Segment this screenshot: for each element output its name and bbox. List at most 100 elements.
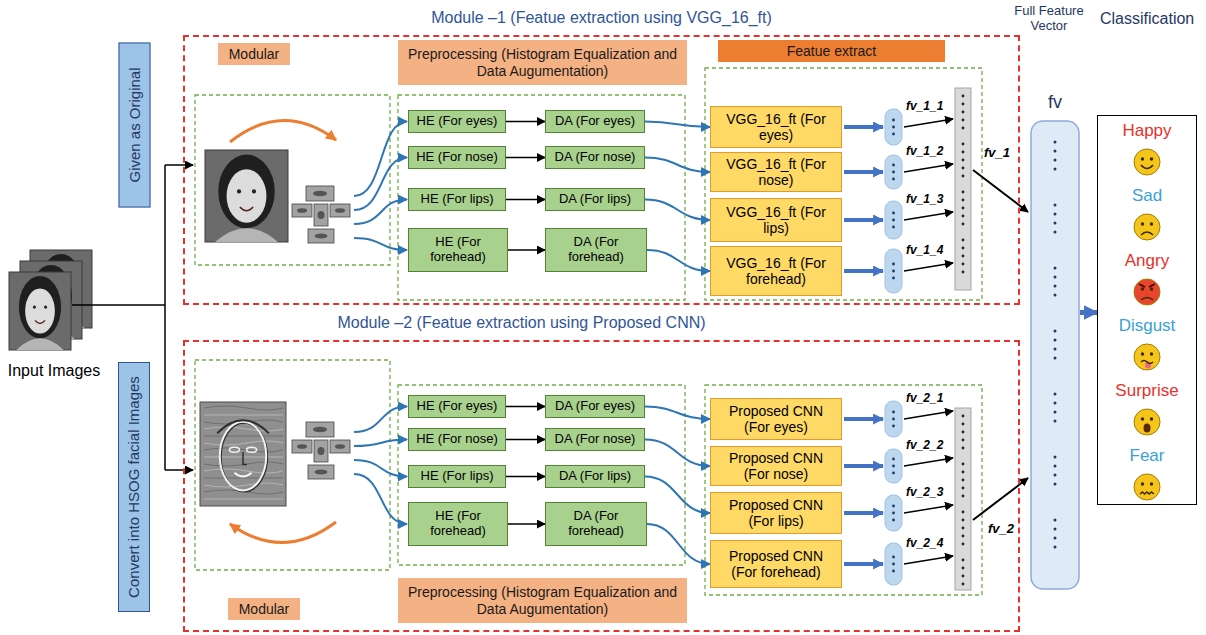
step-label: HE (For eyes) xyxy=(417,399,498,414)
emoji-face xyxy=(1134,474,1160,500)
flow-arrow xyxy=(506,439,545,441)
preprocess-box: DA (For nose) xyxy=(545,146,645,169)
header-label: Modular xyxy=(229,46,280,62)
face-parts xyxy=(292,422,350,479)
flow-arrow xyxy=(645,200,710,221)
vector-dot xyxy=(892,519,895,522)
branch-label: Given as Original xyxy=(125,67,142,182)
vector-dot xyxy=(892,458,895,461)
mouth-edge xyxy=(234,473,251,477)
vector-label: fv_1_2 xyxy=(906,145,943,159)
part-vector xyxy=(885,155,902,189)
vector-dot xyxy=(962,175,965,178)
vector-dot xyxy=(962,439,965,442)
preprocess-box: DA (For eyes) xyxy=(545,395,645,418)
vector-dot xyxy=(1054,348,1057,351)
texture-line xyxy=(204,427,283,431)
face-part xyxy=(314,204,328,226)
cnn-box: VGG_16_ft (For nose) xyxy=(710,152,842,192)
emoji-eye xyxy=(1150,157,1153,160)
vector-dot xyxy=(892,164,895,167)
texture-line xyxy=(204,483,283,487)
step-label: DA (For eyes) xyxy=(555,399,635,414)
preprocess-box: DA (For forehead) xyxy=(545,502,647,546)
emoji-face xyxy=(1134,344,1160,370)
vector-dot xyxy=(1054,420,1057,423)
emoji-face xyxy=(1134,409,1160,435)
flow-arrow xyxy=(506,406,545,408)
texture-line xyxy=(204,406,283,410)
section-header: Preprocessing (Histogram Equalization an… xyxy=(398,578,687,623)
part-vector xyxy=(885,401,902,437)
cnn-box: VGG_16_ft (For lips) xyxy=(710,198,842,242)
mouth xyxy=(240,207,253,211)
face-edge xyxy=(220,422,266,491)
vector-label: fv_2_3 xyxy=(906,486,943,500)
vector-dot xyxy=(962,575,965,578)
branch-box: Convert into HSOG facial Images xyxy=(118,362,150,612)
vector-dot xyxy=(962,559,965,562)
part-detail xyxy=(297,444,307,449)
flow-arrow xyxy=(645,477,710,514)
vector-dot xyxy=(1054,474,1057,477)
hair-edge xyxy=(217,420,269,433)
group-outline xyxy=(705,385,982,595)
vector-dot xyxy=(962,255,965,258)
flow-arrow xyxy=(508,523,545,525)
face-edge xyxy=(221,423,267,492)
network-label: Proposed CNN (For eyes) xyxy=(715,403,837,435)
vector-dot xyxy=(962,271,965,274)
emoji-eye xyxy=(1150,222,1153,225)
eye xyxy=(237,189,241,193)
vector-dot xyxy=(1054,483,1057,486)
vector-dot xyxy=(892,472,895,475)
flow-arrow xyxy=(1080,310,1097,315)
note-label: Full Feature Vector xyxy=(1013,4,1085,34)
vector-dot xyxy=(962,143,965,146)
header-label: Modular xyxy=(239,601,290,617)
step-label: DA (For forehead) xyxy=(549,509,643,539)
eye xyxy=(33,306,36,309)
vector-dot xyxy=(1054,357,1057,360)
eye-edge xyxy=(229,447,239,452)
preprocess-box: HE (For nose) xyxy=(408,428,506,451)
emoji-face xyxy=(1134,279,1160,305)
vector-dot xyxy=(1054,537,1057,540)
vector-dot xyxy=(962,543,965,546)
vector-dot xyxy=(962,95,965,98)
vector-dot xyxy=(1054,168,1057,171)
flow-arrow xyxy=(645,440,710,467)
vector-bar xyxy=(1030,120,1080,590)
part-detail xyxy=(313,427,327,432)
part-detail xyxy=(313,191,327,196)
vector-dot xyxy=(1054,393,1057,396)
part-arrow xyxy=(354,238,407,250)
part-detail xyxy=(318,447,325,455)
feature-arrow xyxy=(844,511,883,515)
part-detail xyxy=(297,208,307,213)
vector-dot xyxy=(962,247,965,250)
mouth xyxy=(35,320,45,323)
vector-dot xyxy=(1054,222,1057,225)
group-outline xyxy=(705,68,982,300)
step-label: HE (For lips) xyxy=(421,192,494,207)
eye-edge xyxy=(247,447,257,452)
vector-dot xyxy=(1054,231,1057,234)
branch-label: Convert into HSOG facial Images xyxy=(125,376,142,598)
hsog-image xyxy=(200,402,286,506)
module-title: Module –2 (Featue extraction using Propo… xyxy=(105,314,938,332)
emoji-brow xyxy=(1139,284,1155,287)
vector-dot xyxy=(1054,294,1057,297)
module-region: Module –1 (Featue extraction using VGG_1… xyxy=(183,35,1020,305)
cnn-box: Proposed CNN (For eyes) xyxy=(710,398,842,440)
feature-arrow xyxy=(844,269,883,273)
module-vector xyxy=(955,408,971,590)
part-vector xyxy=(885,543,902,585)
vector-dot xyxy=(1054,519,1057,522)
part-vector xyxy=(885,249,902,293)
vector-dot xyxy=(1054,150,1057,153)
emoji-mouth xyxy=(1141,165,1153,169)
preprocess-box: HE (For eyes) xyxy=(408,395,506,418)
face-part xyxy=(292,440,312,453)
